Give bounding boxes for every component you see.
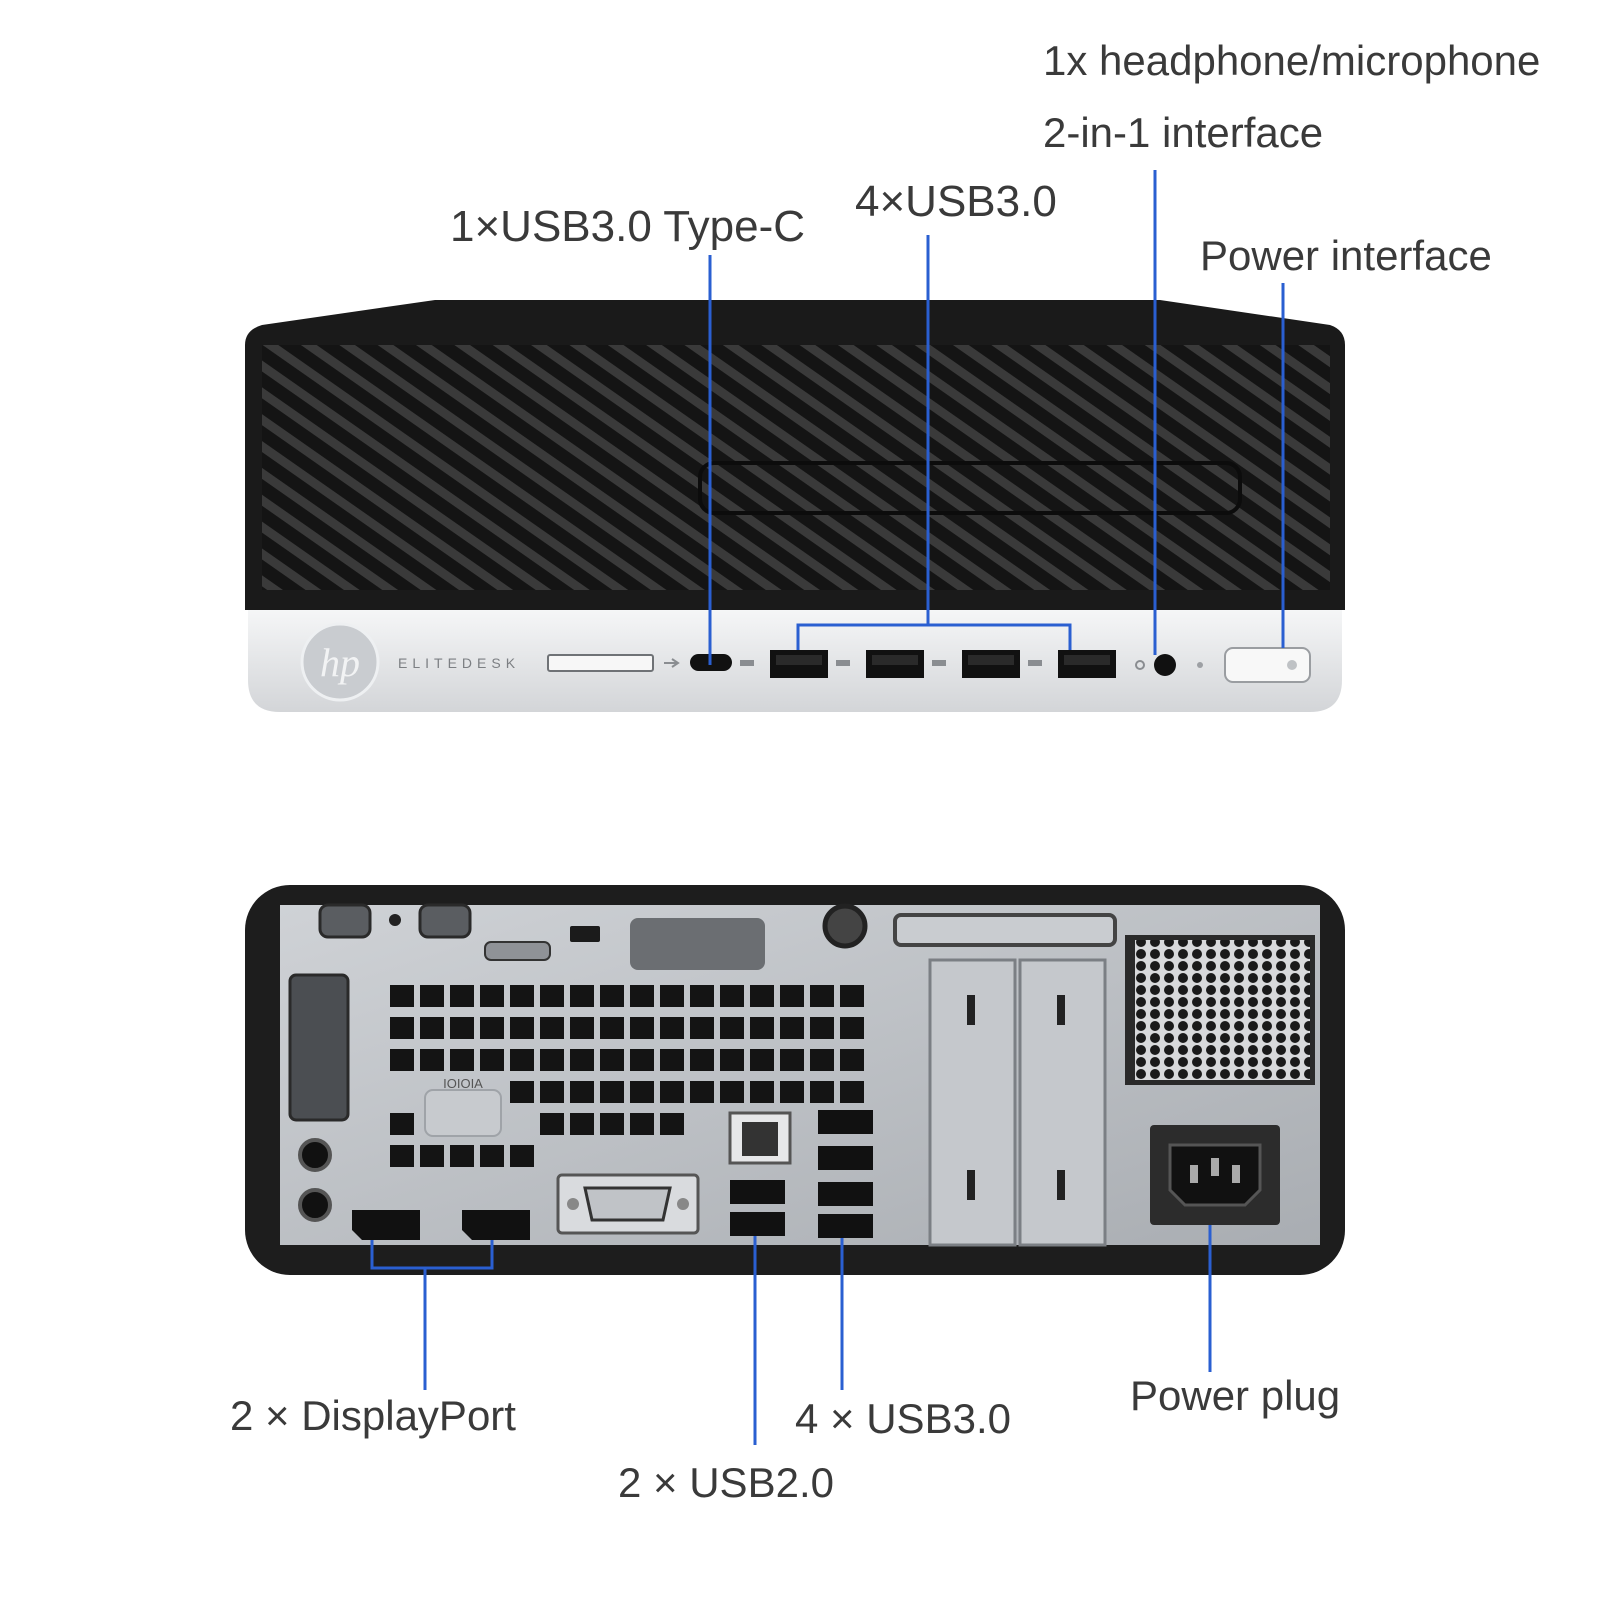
- thumbscrew: [822, 903, 868, 949]
- expansion-slots: [928, 958, 1107, 1247]
- rear-audio-jack[interactable]: [298, 1188, 332, 1222]
- rear-lock-tab: [318, 903, 372, 939]
- rear-usb3-port[interactable]: [818, 1214, 873, 1238]
- hp-logo-text: hp: [320, 640, 360, 685]
- power-button[interactable]: [1224, 647, 1311, 683]
- side-latch: [630, 918, 765, 970]
- label-headphone-line2: 2-in-1 interface: [1043, 109, 1324, 156]
- serial-port-label: IOIOIA: [443, 1076, 483, 1091]
- rear-usb2-port[interactable]: [730, 1212, 785, 1236]
- activity-led: [1197, 662, 1203, 668]
- rear-chassis: IOIOIA: [245, 885, 1345, 1275]
- label-front-usb3: 4×USB3.0: [855, 177, 1057, 226]
- card-reader-slot[interactable]: [547, 654, 654, 672]
- displayport-port[interactable]: [352, 1210, 420, 1240]
- front-grille: [262, 345, 1330, 590]
- model-label: ELITEDESK: [398, 655, 520, 671]
- optical-drive-bay: [698, 461, 1242, 515]
- rear-usb3-port[interactable]: [818, 1110, 873, 1134]
- label-usb2: 2 × USB2.0: [618, 1459, 834, 1506]
- rear-usb3-port[interactable]: [818, 1182, 873, 1206]
- rear-usb3-port[interactable]: [818, 1146, 873, 1170]
- label-displayport: 2 × DisplayPort: [230, 1392, 516, 1439]
- power-button-icon: [1287, 660, 1297, 670]
- hp-logo: hp: [300, 622, 380, 702]
- rear-usb2-port[interactable]: [730, 1180, 785, 1204]
- front-usb3-ports: [770, 650, 1116, 678]
- usb-icon: [740, 660, 754, 666]
- label-power-plug: Power plug: [1130, 1372, 1341, 1419]
- rear-lock-tab: [418, 903, 472, 939]
- headphone-icon: [1135, 660, 1145, 670]
- callout-line-front-usb3-bracket: [796, 623, 1072, 650]
- callout-lines: [370, 170, 1285, 1445]
- security-slot: [570, 926, 600, 942]
- usb-icon: [836, 660, 850, 666]
- rear-audio-jack[interactable]: [298, 1138, 332, 1172]
- front-chassis: hp ELITEDESK: [245, 300, 1345, 712]
- displayport-port[interactable]: [462, 1210, 530, 1240]
- label-headphone-line1: 1x headphone/microphone: [1043, 37, 1541, 84]
- vga-port[interactable]: [583, 1186, 672, 1222]
- label-usb-c: 1×USB3.0 Type-C: [450, 202, 806, 251]
- usb-icon: [664, 658, 680, 668]
- callout-line-displayport-bracket: [370, 1240, 494, 1270]
- label-power-interface: Power interface: [1200, 232, 1492, 279]
- rear-vent-grid: [390, 985, 864, 1167]
- usb-icon: [932, 660, 946, 666]
- label-rear-usb3: 4 × USB3.0: [795, 1395, 1011, 1442]
- ethernet-port[interactable]: [742, 1122, 778, 1156]
- usb-icon: [1028, 660, 1042, 666]
- headphone-jack[interactable]: [1154, 654, 1176, 676]
